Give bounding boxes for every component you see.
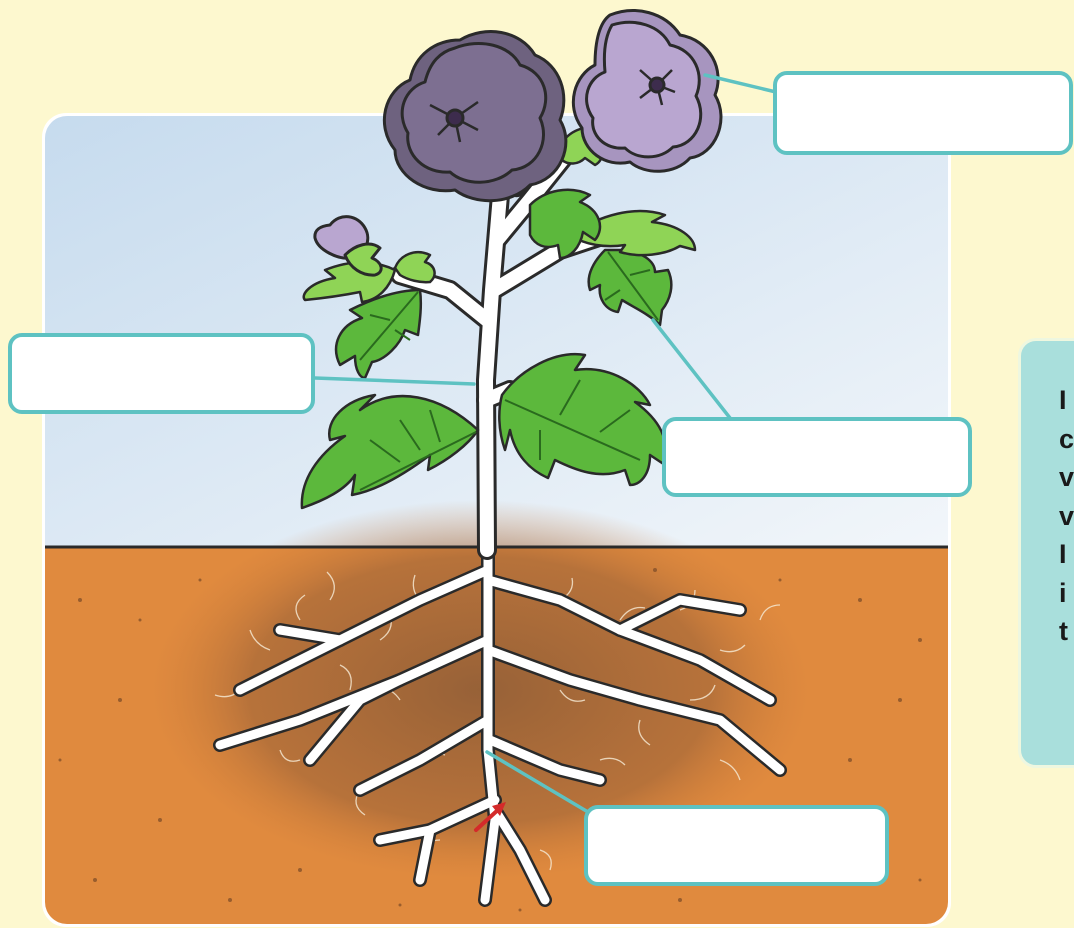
flower-light [573, 11, 721, 172]
side-info-panel: I c v v I i t [1018, 338, 1074, 768]
stem-label-box[interactable] [8, 333, 315, 414]
side-panel-letter: i [1059, 574, 1074, 613]
leaf-label-box[interactable] [662, 417, 972, 497]
flower-dark [384, 32, 566, 201]
root-label-box[interactable] [584, 805, 889, 886]
side-panel-letter: v [1059, 497, 1074, 536]
side-panel-letter: I [1059, 381, 1074, 420]
side-panel-letter: v [1059, 458, 1074, 497]
flower-label-box[interactable] [773, 71, 1073, 155]
side-panel-letter: I [1059, 535, 1074, 574]
side-panel-letter: t [1059, 612, 1074, 651]
side-panel-letter: c [1059, 420, 1074, 459]
